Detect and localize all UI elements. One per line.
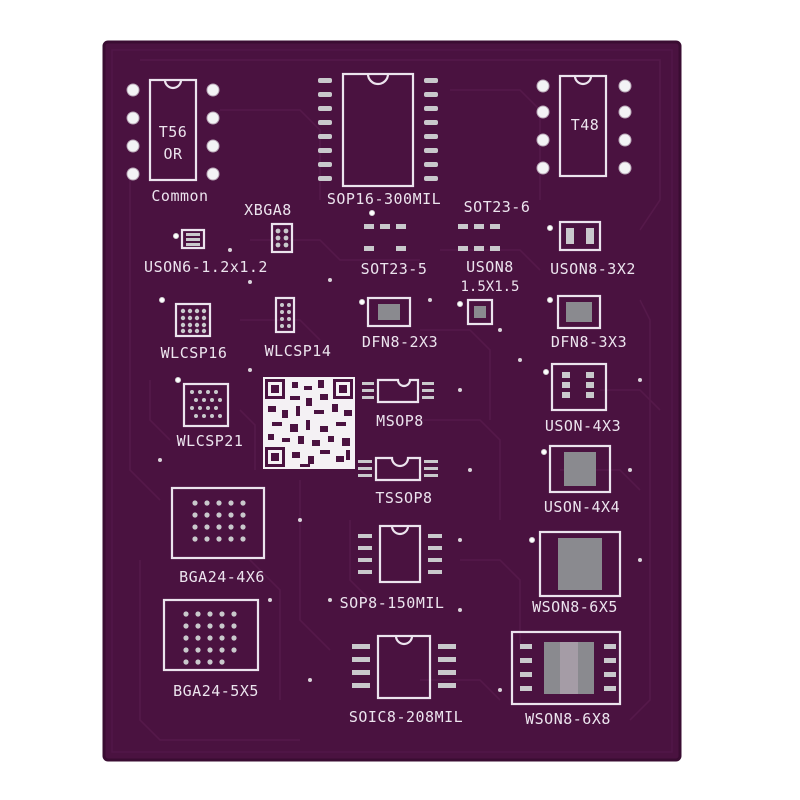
sot23-6-footprint: SOT23-6 USON8 1.5X1.5: [458, 198, 530, 295]
dfn8-3x3-footprint: DFN8-3X3: [547, 294, 627, 351]
sop16-footprint: SOP16-300MIL: [318, 72, 441, 208]
tssop8-footprint: TSSOP8: [358, 456, 438, 507]
uson6-label: USON6-1.2x1.2: [144, 258, 268, 276]
msop8-footprint: MSOP8: [362, 378, 434, 430]
uson-4x3-label: USON-4X3: [545, 417, 621, 435]
sop8-150mil-label: SOP8-150MIL: [340, 594, 445, 612]
t48-dip-footprint: T48: [536, 74, 632, 178]
wson8-6x8-label: WSON8-6X8: [525, 710, 611, 728]
uson8-3x2-footprint: USON8-3X2: [547, 220, 636, 278]
uson8-small-label-line1: USON8: [466, 258, 514, 276]
dfn8-2x3-label: DFN8-2X3: [362, 333, 438, 351]
t48-label: T48: [571, 116, 600, 134]
uson6-footprint: USON6-1.2x1.2: [144, 228, 268, 276]
sot23-5-label: SOT23-5: [361, 260, 428, 278]
sot23-6-label: SOT23-6: [464, 198, 531, 216]
xbga8-label: XBGA8: [244, 201, 292, 219]
sop16-label: SOP16-300MIL: [327, 190, 441, 208]
wson8-6x5-label: WSON8-6X5: [532, 598, 618, 616]
wson8-6x5-footprint: WSON8-6X5: [529, 530, 622, 616]
wlcsp16-footprint: WLCSP16: [159, 297, 228, 362]
wlcsp14-footprint: WLCSP14: [265, 296, 332, 360]
dfn8-3x3-label: DFN8-3X3: [551, 333, 627, 351]
sop8-150mil-footprint: SOP8-150MIL: [340, 524, 445, 612]
bga24-5x5-footprint: BGA24-5X5: [162, 598, 260, 700]
soic8-208mil-footprint: SOIC8-208MIL: [349, 634, 463, 726]
tssop8-label: TSSOP8: [375, 489, 432, 507]
t56-label-line3: Common: [151, 187, 208, 205]
vias: [158, 248, 642, 692]
wlcsp16-label: WLCSP16: [161, 344, 228, 362]
sot23-5-footprint: SOT23-5: [361, 210, 428, 278]
t56-label-line2: OR: [163, 145, 183, 163]
bga24-5x5-label: BGA24-5X5: [173, 682, 259, 700]
bga24-4x6-footprint: BGA24-4X6: [170, 486, 266, 586]
wlcsp21-footprint: WLCSP21: [175, 377, 244, 450]
uson8-3x2-label: USON8-3X2: [550, 260, 636, 278]
bga24-4x6-label: BGA24-4X6: [179, 568, 265, 586]
msop8-label: MSOP8: [376, 412, 424, 430]
uson-4x4-label: USON-4X4: [544, 498, 620, 516]
uson-4x3-footprint: USON-4X3: [543, 362, 621, 435]
xbga8-footprint: XBGA8: [244, 201, 294, 254]
t56-label-line1: T56: [159, 123, 188, 141]
copper-traces: [129, 59, 661, 741]
t56-dip-footprint: T56 OR Common: [126, 78, 220, 205]
uson8-small-label-line2: 1.5X1.5: [460, 279, 519, 295]
qr-code: [263, 377, 355, 469]
soic8-208mil-label: SOIC8-208MIL: [349, 708, 463, 726]
wlcsp14-label: WLCSP14: [265, 342, 332, 360]
wson8-6x8-footprint: WSON8-6X8: [510, 630, 622, 728]
uson8-1.5x1.5-footprint: [457, 298, 494, 326]
uson-4x4-footprint: USON-4X4: [541, 444, 620, 516]
wlcsp21-label: WLCSP21: [177, 432, 244, 450]
dfn8-2x3-footprint: DFN8-2X3: [359, 296, 438, 351]
